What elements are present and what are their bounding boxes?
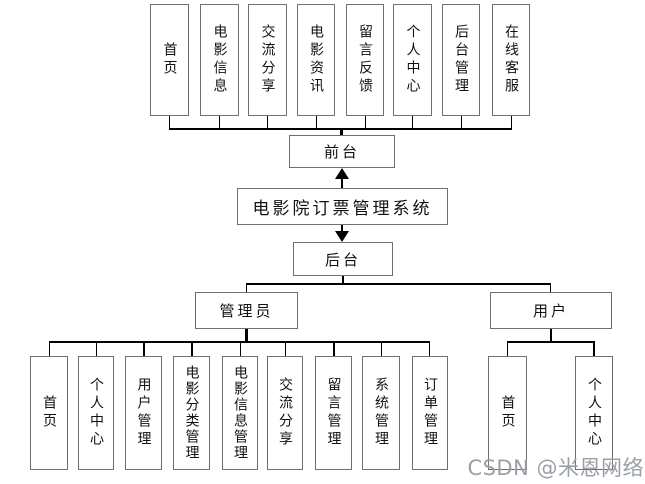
node-label: 在线客服 — [503, 24, 519, 96]
node-front: 前台 — [289, 135, 395, 168]
node-order-manage: 订单管理 — [412, 356, 448, 470]
connector-line — [239, 341, 241, 356]
node-exchange-share: 交流分享 — [248, 4, 287, 116]
node-label: 电影信息 — [211, 24, 228, 96]
node-online-service: 在线客服 — [492, 4, 530, 116]
node-label: 个人中心 — [88, 377, 104, 449]
node-label: 个人中心 — [404, 24, 421, 96]
node-label: 首页 — [161, 42, 178, 78]
connector-line — [48, 341, 430, 343]
node-label: 电影分类管理 — [183, 365, 200, 461]
node-label: 交流分享 — [259, 24, 276, 96]
node-admin: 管理员 — [195, 292, 298, 329]
connector-line — [168, 116, 170, 130]
node-admin-home: 首页 — [30, 356, 68, 470]
node-user-manage: 用户管理 — [125, 356, 162, 470]
node-label: 管理员 — [219, 302, 274, 320]
connector-line — [218, 116, 220, 130]
node-label: 前台 — [323, 143, 360, 161]
connector-line — [510, 116, 512, 130]
page-title: 电影院订票管理系统 — [252, 199, 433, 219]
connector-line — [428, 341, 430, 356]
connector-line — [506, 341, 508, 356]
node-movie-news: 电影资讯 — [297, 4, 335, 116]
connector-line — [340, 128, 343, 136]
connector-line — [549, 283, 551, 292]
connector-line — [340, 178, 343, 188]
node-user-home: 首页 — [488, 356, 527, 470]
connector-line — [245, 283, 247, 292]
node-movie-category-manage: 电影分类管理 — [173, 356, 210, 470]
connector-line — [364, 116, 366, 130]
node-label: 用户管理 — [135, 377, 152, 449]
node-backend-manage: 后台管理 — [442, 4, 480, 116]
node-label: 留言管理 — [325, 377, 342, 449]
connector-line — [95, 341, 97, 356]
node-movie-info-manage: 电影信息管理 — [222, 356, 258, 470]
node-user-personal-center: 个人中心 — [575, 356, 613, 470]
connector-line — [245, 283, 551, 285]
arrow-up-icon — [334, 168, 349, 179]
connector-line — [284, 341, 286, 356]
connector-line — [593, 341, 595, 356]
connector-line — [315, 116, 317, 130]
node-label: 后台 — [324, 250, 361, 269]
connector-line — [340, 225, 343, 234]
node-label: 交流分享 — [277, 377, 293, 449]
node-system-manage: 系统管理 — [362, 356, 400, 470]
connector-line — [143, 341, 145, 356]
arrow-down-icon — [334, 231, 349, 242]
node-label: 用户 — [532, 302, 569, 320]
connector-line — [549, 329, 552, 342]
node-label: 电影资讯 — [308, 24, 324, 96]
connector-line — [506, 341, 595, 343]
node-back: 后台 — [293, 242, 393, 276]
node-admin-personal-center: 个人中心 — [78, 356, 114, 470]
node-label: 系统管理 — [373, 377, 389, 449]
node-message-feedback: 留言反馈 — [346, 4, 384, 116]
node-label: 留言反馈 — [357, 24, 373, 96]
connector-line — [191, 341, 193, 356]
node-label: 首页 — [41, 395, 57, 431]
node-movie-info: 电影信息 — [200, 4, 239, 116]
node-root-system: 电影院订票管理系统 — [237, 188, 448, 225]
connector-line — [48, 341, 50, 356]
node-label: 首页 — [499, 395, 516, 431]
watermark: CSDN @米恩网络 — [467, 456, 644, 480]
connector-line — [266, 116, 268, 130]
connector-line — [460, 116, 462, 130]
node-user: 用户 — [490, 292, 612, 329]
node-label: 个人中心 — [586, 377, 602, 449]
node-label: 后台管理 — [453, 24, 469, 96]
node-message-manage: 留言管理 — [315, 356, 352, 470]
node-front-home: 首页 — [150, 4, 189, 116]
connector-line — [333, 341, 335, 356]
node-personal-center: 个人中心 — [393, 4, 432, 116]
connector-line — [342, 276, 344, 283]
connector-line — [411, 116, 413, 130]
node-label: 电影信息管理 — [232, 365, 248, 461]
connector-line — [380, 341, 382, 356]
node-admin-exchange-share: 交流分享 — [267, 356, 303, 470]
node-label: 订单管理 — [422, 377, 438, 449]
connector-line — [245, 329, 248, 342]
